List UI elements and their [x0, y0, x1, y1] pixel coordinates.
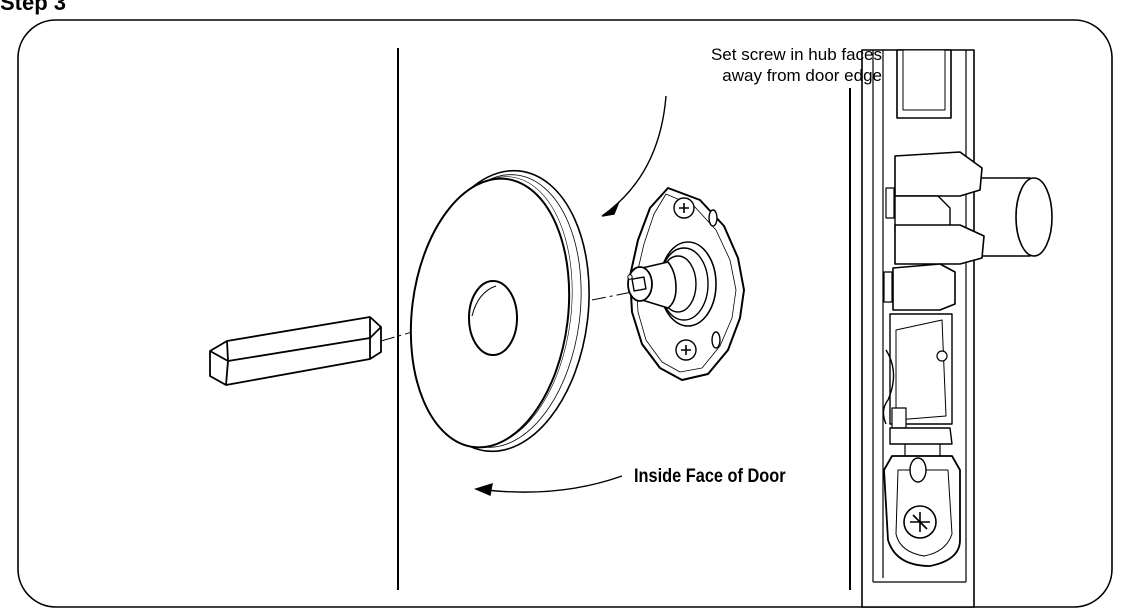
set-screw-callout: Set screw in hub faces away from door ed…	[612, 44, 882, 86]
mounting-plate-icon	[627, 187, 745, 381]
step-title: Step 3	[0, 0, 67, 15]
inside-face-callout: Inside Face of Door	[634, 466, 786, 487]
latch-icon	[861, 49, 1053, 608]
spindle-icon	[209, 316, 382, 386]
callout-line: away from door edge	[722, 66, 882, 85]
rose-icon	[409, 169, 590, 453]
callout-arrow-inside-face	[473, 475, 623, 496]
callout-line: Set screw in hub faces	[710, 45, 882, 64]
callout-arrow-screw	[601, 95, 667, 217]
